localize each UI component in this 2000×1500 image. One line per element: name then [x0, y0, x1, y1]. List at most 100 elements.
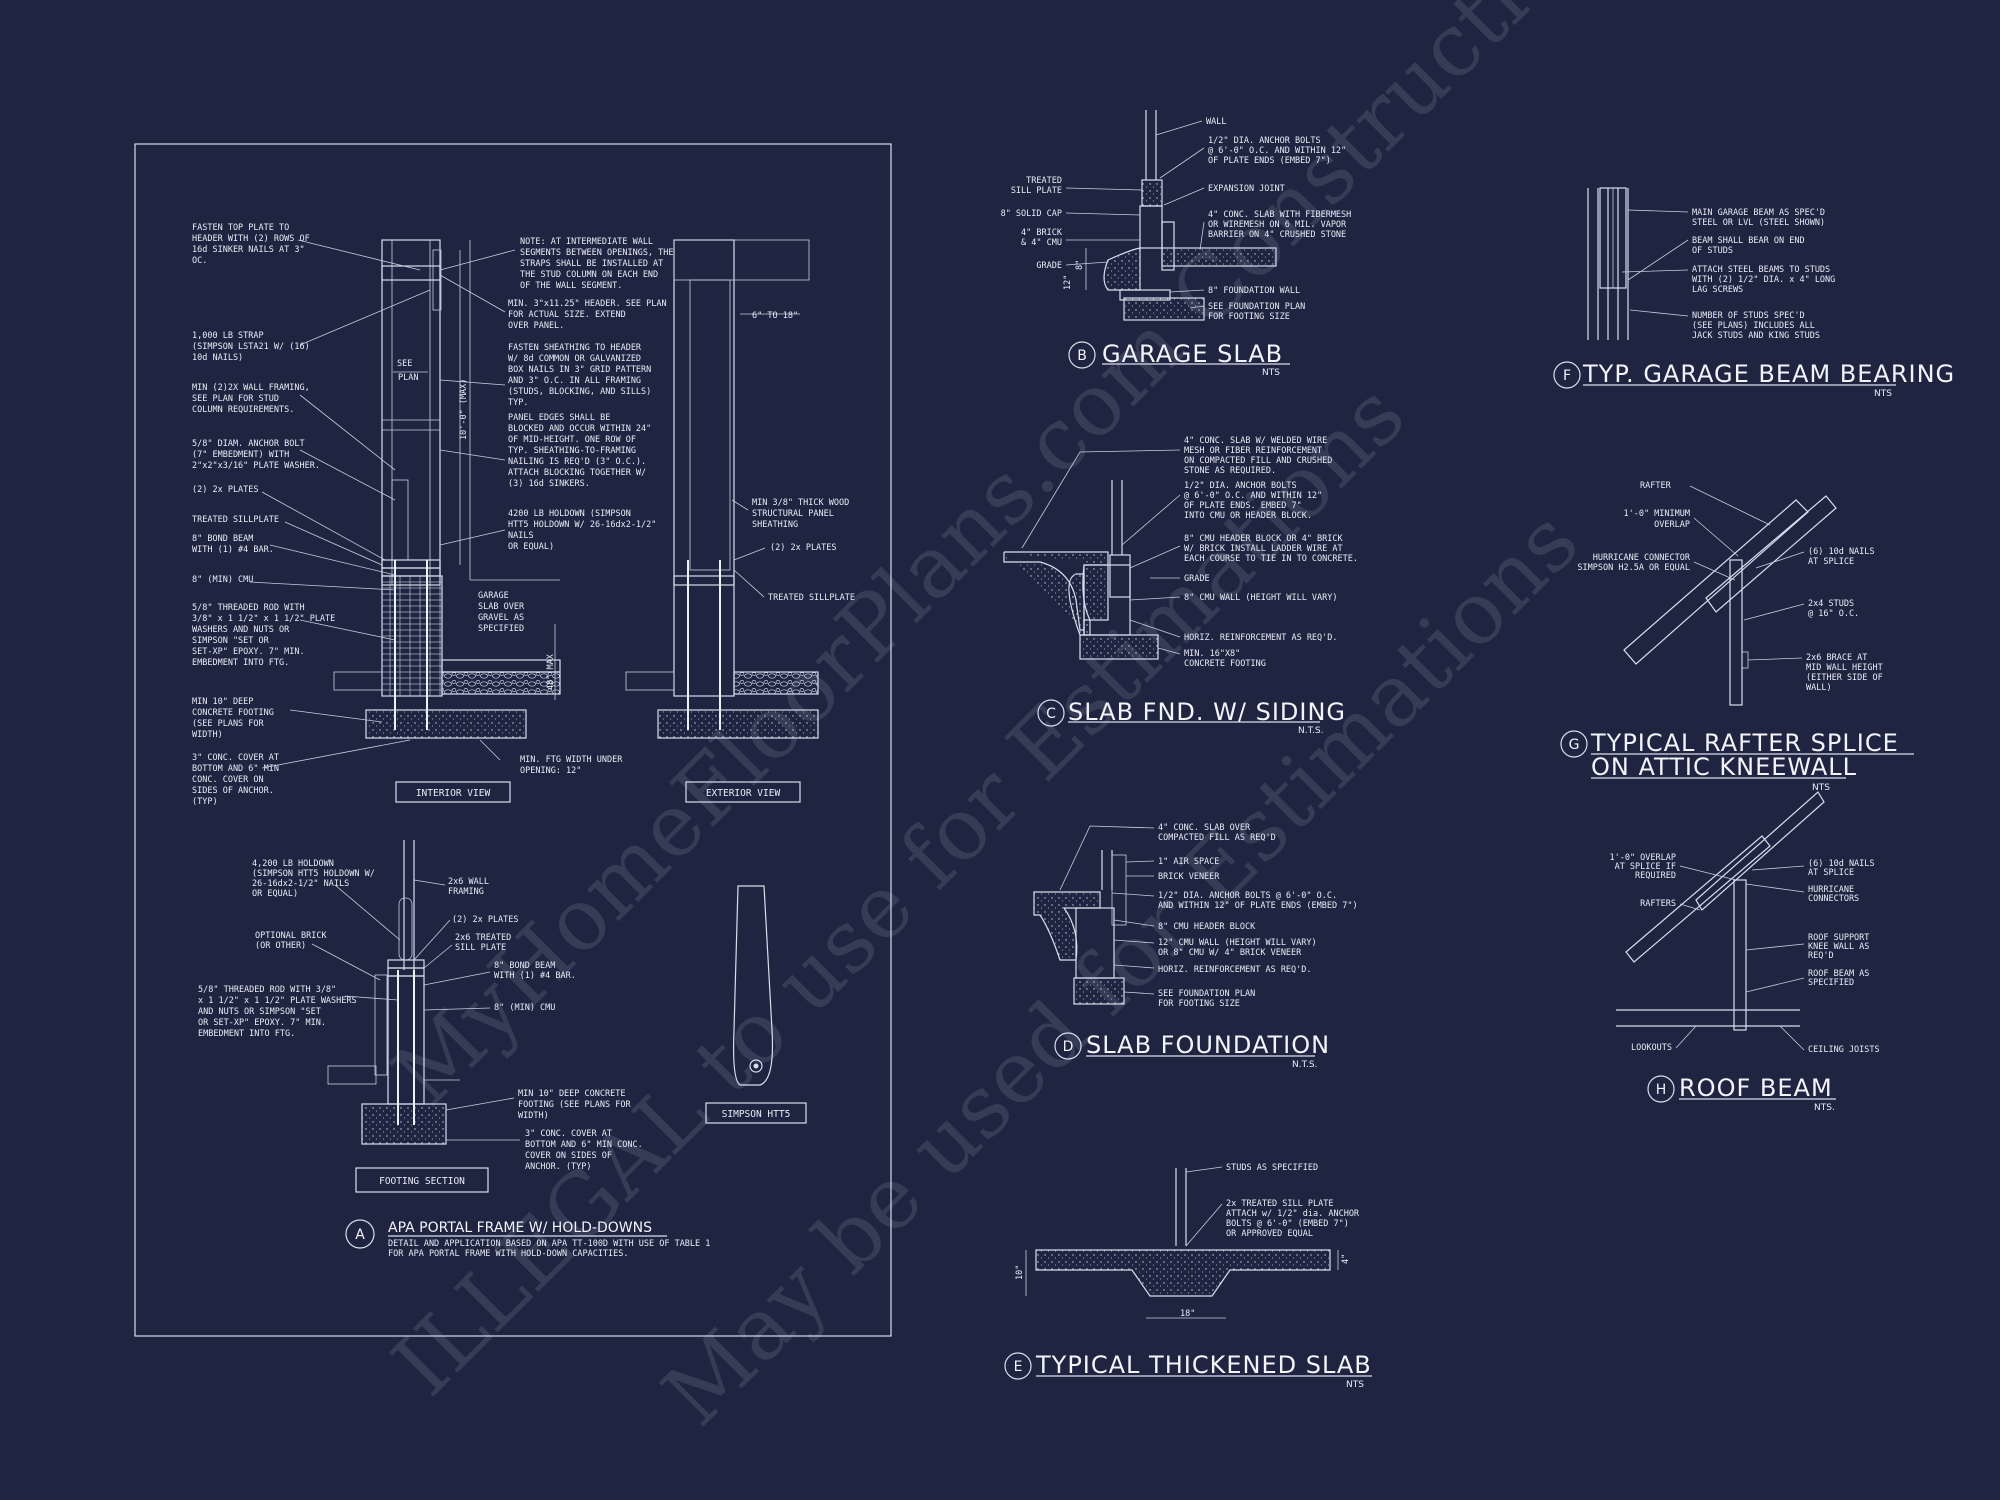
detail-a-title: APA PORTAL FRAME W/ HOLD-DOWNS	[388, 1220, 652, 1236]
detail-e-letter: E	[1014, 1359, 1023, 1375]
detail-d-title: SLAB FOUNDATION	[1086, 1031, 1330, 1059]
h-note-6: LOOKOUTS	[1631, 1043, 1672, 1053]
dim-6-to-18: 6" TO 18"	[752, 311, 798, 321]
g-note-0: RAFTER	[1640, 481, 1672, 491]
footing-section-box	[355, 1167, 489, 1193]
detail-e: 10" 18" 4" STUDS AS SPECIFIED 2x TREATED…	[1004, 1163, 1372, 1390]
dim-see-plan-1: SEE	[397, 359, 412, 369]
note-a-f2: 5/8" THREADED ROD WITH 3/8"x 1 1/2" x 1 …	[198, 985, 357, 1039]
e-dim-4: 4"	[1341, 1254, 1351, 1264]
detail-a-letter: A	[355, 1227, 365, 1243]
note-a-l2: MIN (2)2X WALL FRAMING,SEE PLAN FOR STUD…	[192, 383, 310, 415]
simpson-htt5-drawing	[733, 885, 774, 1086]
b-note-l3: GRADE	[1036, 261, 1062, 271]
detail-h-letter: H	[1656, 1082, 1667, 1098]
detail-b: 8" 12" WALL 1/2" DIA. ANCHOR BOLTS@ 6'-0…	[1001, 110, 1351, 378]
dim-height: 10'-0" (MAX)	[459, 379, 469, 440]
detail-c-title: SLAB FND. W/ SIDING	[1068, 698, 1346, 726]
h-note-1: RAFTERS	[1640, 899, 1676, 909]
dim-48-max: 48" MAX	[546, 653, 556, 690]
detail-a-subtitle-1: DETAIL AND APPLICATION BASED ON APA TT-1…	[388, 1239, 710, 1249]
detail-h-nts: NTS.	[1814, 1103, 1835, 1113]
note-a-l7: 8" (MIN) CMU	[192, 575, 253, 585]
detail-f-nts: NTS	[1874, 389, 1892, 399]
footing-section-drawing	[327, 840, 460, 1145]
interior-view-drawing	[333, 239, 561, 739]
f-note-3: NUMBER OF STUDS SPEC'D(SEE PLANS) INCLUD…	[1692, 311, 1820, 341]
h-note-7: CEILING JOISTS	[1808, 1045, 1880, 1055]
e-dim-10: 10"	[1015, 1265, 1025, 1280]
d-note-3: 1/2" DIA. ANCHOR BOLTS @ 6'-0" O.C.AND W…	[1158, 891, 1358, 911]
detail-c-nts: N.T.S.	[1298, 726, 1323, 736]
d-note-5: 12" CMU WALL (HEIGHT WILL VARY)OR 8" CMU…	[1158, 938, 1317, 958]
note-a-l3: 5/8" DIAM. ANCHOR BOLT(7" EMBEDMENT) WIT…	[192, 439, 320, 471]
detail-a-border	[134, 143, 892, 1337]
b-note-r1: 1/2" DIA. ANCHOR BOLTS@ 6'-0" O.C. AND W…	[1208, 136, 1346, 166]
detail-b-letter: B	[1077, 348, 1087, 364]
b-note-r2: EXPANSION JOINT	[1208, 184, 1285, 194]
detail-g-letter: G	[1569, 737, 1580, 753]
exterior-view-drawing	[625, 239, 819, 739]
note-a-l1: 1,000 LB STRAP(SIMPSON LSTA21 W/ (16)10d…	[192, 331, 310, 363]
detail-d-letter: D	[1063, 1039, 1074, 1055]
dim-see-plan-2: PLAN	[398, 373, 418, 383]
d-note-2: BRICK VENEER	[1158, 872, 1220, 882]
detail-a: SEE PLAN 10'-0" (MAX) 48" MAX 6" TO 18" …	[134, 143, 892, 1337]
note-a-l4: (2) 2x PLATES	[192, 485, 259, 495]
b-dim-12: 12"	[1063, 275, 1073, 290]
detail-b-title: GARAGE SLAB	[1102, 340, 1283, 368]
c-note-6: MIN. 16"X8"CONCRETE FOOTING	[1184, 649, 1266, 669]
interior-view-label: INTERIOR VIEW	[416, 788, 491, 799]
d-note-1: 1" AIR SPACE	[1158, 857, 1219, 867]
detail-g-title-1: TYPICAL RAFTER SPLICE	[1590, 729, 1899, 757]
note-a-f7: 8" (MIN) CMU	[494, 1003, 555, 1013]
e-dim-18: 18"	[1180, 1309, 1195, 1319]
detail-d-nts: N.T.S.	[1292, 1060, 1317, 1070]
note-a-f1: OPTIONAL BRICK(OR OTHER)	[255, 931, 328, 951]
c-note-4: 8" CMU WALL (HEIGHT WILL VARY)	[1184, 593, 1338, 603]
note-a-f4: (2) 2x PLATES	[452, 915, 519, 925]
note-a-l5: TREATED SILLPLATE	[192, 515, 279, 525]
detail-f-letter: F	[1563, 368, 1571, 384]
detail-g-title-2: ON ATTIC KNEEWALL	[1591, 753, 1857, 781]
exterior-view-box	[685, 781, 801, 803]
detail-e-title: TYPICAL THICKENED SLAB	[1035, 1351, 1372, 1379]
c-note-5: HORIZ. REINFORCEMENT AS REQ'D.	[1184, 633, 1338, 643]
b-note-r4: 8" FOUNDATION WALL	[1208, 286, 1300, 296]
detail-a-subtitle-2: FOR APA PORTAL FRAME WITH HOLD-DOWN CAPA…	[388, 1249, 629, 1259]
simpson-box	[705, 1102, 807, 1124]
note-a-f0: 4,200 LB HOLDOWN(SIMPSON HTT5 HOLDOWN W/…	[252, 859, 375, 899]
